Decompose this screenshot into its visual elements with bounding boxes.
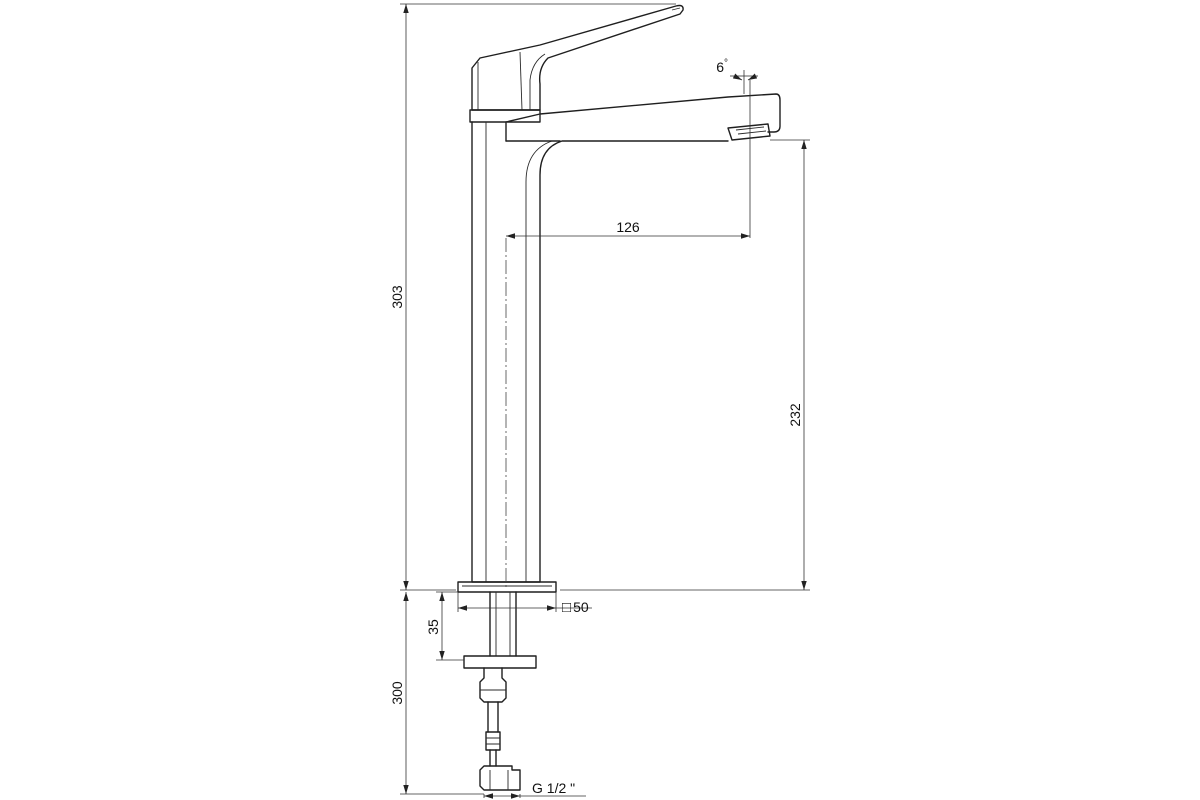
label-thread: G 1/2 ": [532, 780, 575, 796]
mounting-plate: [463, 655, 537, 669]
label-spout-angle: 6°: [716, 58, 728, 75]
dimension-spout-height: 232: [560, 139, 810, 591]
label-hose-length: 300: [389, 681, 405, 705]
label-base-square: □50: [562, 599, 589, 616]
flexible-hose: [487, 701, 499, 733]
hex-nut: [479, 667, 507, 703]
union-nut: [479, 765, 521, 791]
dimension-hose-length: 300: [389, 592, 484, 795]
base-flange: [457, 581, 557, 593]
mounting-stud: [489, 591, 517, 657]
dimension-spout-reach: 126: [506, 80, 751, 239]
label-spout-reach: 126: [616, 219, 640, 235]
label-total-height: 303: [389, 285, 405, 309]
dimension-mount-thickness: 35: [425, 591, 464, 661]
aerator: [727, 123, 771, 141]
label-spout-height: 232: [787, 403, 803, 427]
spout: [505, 93, 781, 142]
dimension-base-square: □50: [457, 592, 592, 616]
dimension-total-height: 303: [389, 3, 676, 591]
faucet-column: [471, 121, 729, 583]
faucet-body: [457, 4, 781, 791]
dimension-thread: G 1/2 ": [483, 780, 586, 799]
label-mount-thickness: 35: [425, 619, 441, 635]
lever-handle: [471, 4, 684, 111]
dimension-spout-angle: 6°: [716, 58, 758, 94]
